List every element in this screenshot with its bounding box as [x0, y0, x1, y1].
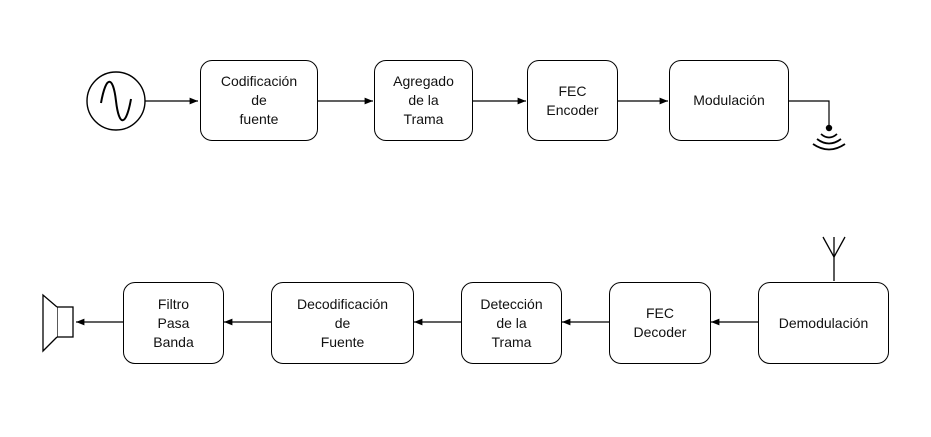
block-source-coding-label: Codificación de fuente — [220, 73, 298, 127]
block-source-decoding-label: Decodificación de Fuente — [296, 295, 389, 350]
block-source-coding: Codificación de fuente — [200, 60, 318, 141]
connector-modulation-to-transmitter — [789, 100, 830, 125]
block-bandpass-filter: Filtro Pasa Banda — [123, 282, 224, 364]
transmit-signal-icon — [812, 124, 846, 151]
block-source-decoding: Decodificación de Fuente — [271, 282, 414, 364]
block-fec-encoder-label: FEC Encoder — [546, 82, 599, 118]
block-fec-encoder: FEC Encoder — [527, 60, 618, 141]
block-fec-decoder-label: FEC Decoder — [633, 305, 687, 340]
block-modulation-label: Modulación — [693, 92, 765, 108]
block-bandpass-filter-label: Filtro Pasa Banda — [153, 295, 194, 350]
antenna-icon — [822, 236, 846, 281]
block-demodulation: Demodulación — [758, 282, 889, 364]
sine-wave-source-icon — [86, 71, 146, 131]
block-framing-label: Agregado de la Trama — [393, 73, 454, 127]
block-fec-decoder: FEC Decoder — [609, 282, 711, 364]
speaker-icon — [42, 293, 74, 353]
block-frame-detection-label: Detección de la Trama — [480, 295, 543, 350]
block-demodulation-label: Demodulación — [778, 314, 869, 331]
block-modulation: Modulación — [669, 60, 789, 141]
block-frame-detection: Detección de la Trama — [461, 282, 562, 364]
block-framing: Agregado de la Trama — [374, 60, 473, 141]
